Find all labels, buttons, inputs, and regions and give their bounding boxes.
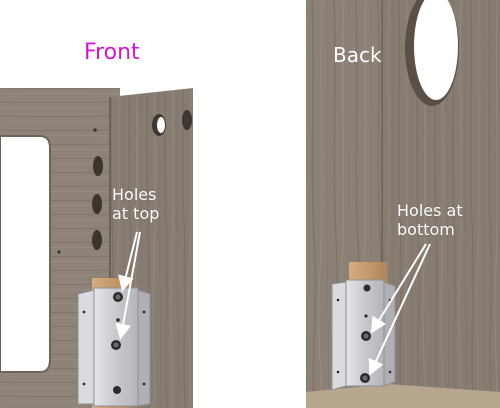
front-callout-line-2: at top [112, 204, 160, 223]
back-view [306, 0, 500, 408]
back-callout: Holes at bottom [397, 201, 463, 239]
front-arrow-2 [115, 231, 141, 340]
front-arrow-1 [118, 231, 138, 292]
front-callout: Holes at top [112, 185, 159, 223]
back-callout-line-1: Holes at [397, 201, 463, 220]
back-floor [306, 384, 500, 408]
front-bracket [77, 287, 151, 407]
front-view [0, 88, 193, 408]
front-view-title: Front [84, 40, 140, 65]
front-peg-hole-1 [93, 156, 103, 176]
back-bracket [331, 279, 396, 391]
front-peg-hole-2 [92, 194, 102, 214]
back-arrow-1 [370, 243, 427, 334]
back-callout-line-2: bottom [397, 220, 455, 239]
front-callout-line-1: Holes [112, 185, 157, 204]
front-window-cutout [0, 135, 51, 373]
back-arrow-2 [368, 243, 431, 376]
front-peg-hole-3 [92, 230, 102, 250]
back-view-title: Back [333, 43, 382, 67]
front-top-hole-2 [182, 110, 192, 130]
